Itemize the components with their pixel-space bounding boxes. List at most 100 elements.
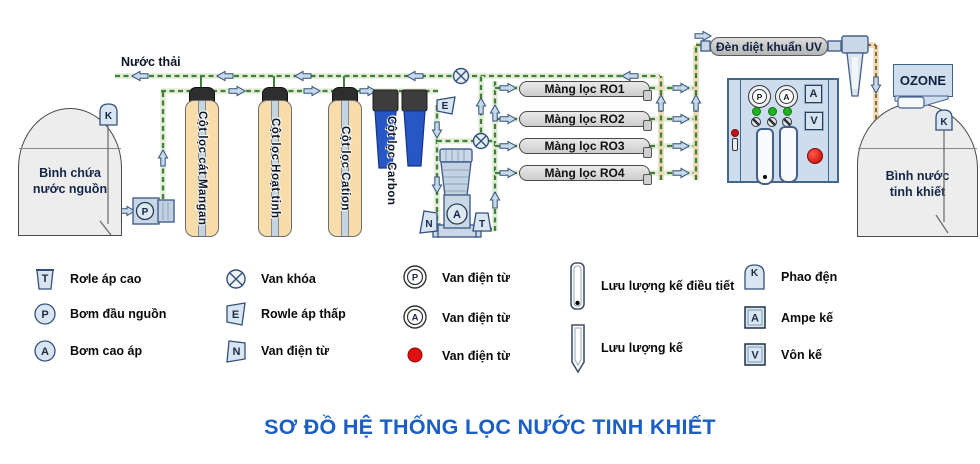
carbon-filter-label: Cột lọc Carbon: [385, 116, 397, 206]
source-pump: P: [132, 197, 175, 225]
svg-text:K: K: [751, 268, 759, 279]
svg-text:P: P: [412, 273, 419, 284]
column-label: Cột lọc Cation: [339, 126, 351, 211]
legend-item: P Bơm đầu nguồn: [33, 301, 166, 327]
ro-port: [643, 120, 652, 131]
ro-label: Màng lọc RO1: [544, 82, 625, 96]
svg-text:E: E: [232, 309, 239, 321]
ro-port: [643, 90, 652, 101]
panel-divider: [740, 80, 741, 181]
svg-text:N: N: [233, 346, 241, 358]
gauge-p-icon: P: [403, 265, 427, 289]
legend-item: E Rowle áp thấp: [224, 301, 346, 327]
page-title: SƠ ĐỒ HỆ THỐNG LỌC NƯỚC TINH KHIẾT: [264, 415, 716, 439]
high-pressure-pump: A: [432, 148, 482, 238]
ro-label: Màng lọc RO4: [544, 166, 625, 180]
flow-meter-regulating-icon: [570, 262, 585, 310]
carbon-filter-housings: [372, 89, 428, 169]
panel-side-switch[interactable]: [732, 138, 738, 151]
panel-divider: [828, 80, 829, 181]
pump-circle-icon: A: [34, 340, 56, 362]
svg-text:A: A: [412, 313, 419, 324]
legend-item: A Van điện từ: [402, 304, 510, 331]
ro-membrane-3: Màng lọc RO3: [519, 138, 652, 158]
indicator-led: [783, 107, 792, 116]
float-indicator: [763, 175, 767, 179]
legend-item: P Van điện từ: [402, 264, 510, 291]
float-switch-icon: K: [744, 264, 765, 290]
water-level-line: [858, 148, 977, 149]
ozone-label: OZONE: [899, 73, 947, 88]
pure-water-tank: Bình nước tinh khiết: [857, 103, 978, 237]
red-button[interactable]: [807, 148, 823, 164]
ro-membrane-1: Màng lọc RO1: [519, 81, 652, 101]
pure-tank-label: Bình nước tinh khiết: [885, 168, 950, 199]
svg-text:A: A: [41, 346, 49, 358]
svg-text:E: E: [442, 101, 449, 112]
water-level-line: [19, 148, 121, 149]
svg-text:K: K: [105, 111, 113, 122]
low-pressure-relay-icon: E: [436, 96, 456, 115]
toggle-switch-icon[interactable]: [767, 117, 777, 127]
filter-column-activated-carbon: Cột lọc Hoạt tinh: [258, 100, 292, 237]
ammeter-box: A: [804, 84, 823, 104]
pressure-gauge: P: [748, 85, 771, 108]
pressure-gauge-letter: P: [752, 89, 767, 104]
legend-item: T Rơle áp cao: [33, 266, 141, 292]
source-pump-letter: P: [142, 207, 149, 218]
filter-column-manganese-sand: Cột lọc cát Mangan: [185, 100, 219, 237]
uv-sterilizer-lamp: Đèn diệt khuẩn UV: [710, 37, 828, 56]
flow-meter-icon: [571, 324, 585, 374]
legend-item: Lưu lượng kế điều tiết: [568, 261, 734, 311]
flag-e-icon: E: [226, 302, 246, 326]
panel-red-indicator: [731, 129, 739, 137]
legend-item: A Bơm cao áp: [33, 338, 142, 364]
red-dot-icon: [407, 347, 423, 363]
svg-text:P: P: [41, 309, 48, 321]
control-panel: P A A V: [727, 78, 839, 185]
indicator-led: [752, 107, 761, 116]
post-filter-housing: [841, 35, 869, 97]
gauge-a-icon: A: [403, 305, 427, 329]
high-pressure-relay-icon: T: [472, 212, 492, 232]
waste-water-label: Nước thải: [121, 55, 181, 69]
ro-membrane-4: Màng lọc RO4: [519, 165, 652, 185]
source-water-tank: Bình chứa nước nguồn: [18, 108, 122, 236]
shutoff-valve-icon: [472, 132, 490, 150]
toggle-switch-icon[interactable]: [751, 117, 761, 127]
svg-text:A: A: [751, 313, 759, 325]
legend-item: A Ampe kế: [742, 304, 833, 332]
svg-text:T: T: [42, 273, 49, 285]
indicator-led: [768, 107, 777, 116]
filter-column-cation: Cột lọc Cation: [328, 100, 362, 237]
uv-label: Đèn diệt khuẩn UV: [715, 39, 822, 54]
ro-label: Màng lọc RO2: [544, 112, 625, 126]
hp-pump-letter: A: [453, 209, 461, 221]
legend-item: Van khóa: [224, 266, 316, 292]
shutoff-valve-icon: [452, 67, 470, 85]
flow-meter-tube: [756, 128, 774, 185]
ammeter-square-icon: A: [744, 306, 766, 329]
solenoid-valve-icon: N: [419, 210, 438, 234]
svg-text:V: V: [751, 350, 759, 362]
current-gauge: A: [775, 85, 798, 108]
legend-item: Lưu lượng kế: [568, 322, 683, 374]
ro-label: Màng lọc RO3: [544, 139, 625, 153]
flag-n-icon: N: [226, 340, 246, 363]
voltmeter-square-icon: V: [744, 343, 766, 366]
ro-port: [643, 147, 652, 158]
legend-item: V Vôn kế: [742, 341, 822, 369]
voltmeter-box: V: [804, 111, 824, 131]
source-tank-label: Bình chứa nước nguồn: [32, 165, 108, 196]
ro-membrane-2: Màng lọc RO2: [519, 111, 652, 131]
svg-text:N: N: [425, 219, 432, 230]
valve-cross-icon: [226, 269, 246, 289]
legend-item: N Van điện từ: [224, 338, 329, 364]
column-label: Cột lọc Hoạt tinh: [269, 118, 281, 219]
current-gauge-letter: A: [779, 89, 794, 104]
column-label: Cột lọc cát Mangan: [196, 111, 208, 226]
legend-item: K Phao đện: [742, 263, 837, 291]
pump-circle-icon: P: [34, 303, 56, 325]
